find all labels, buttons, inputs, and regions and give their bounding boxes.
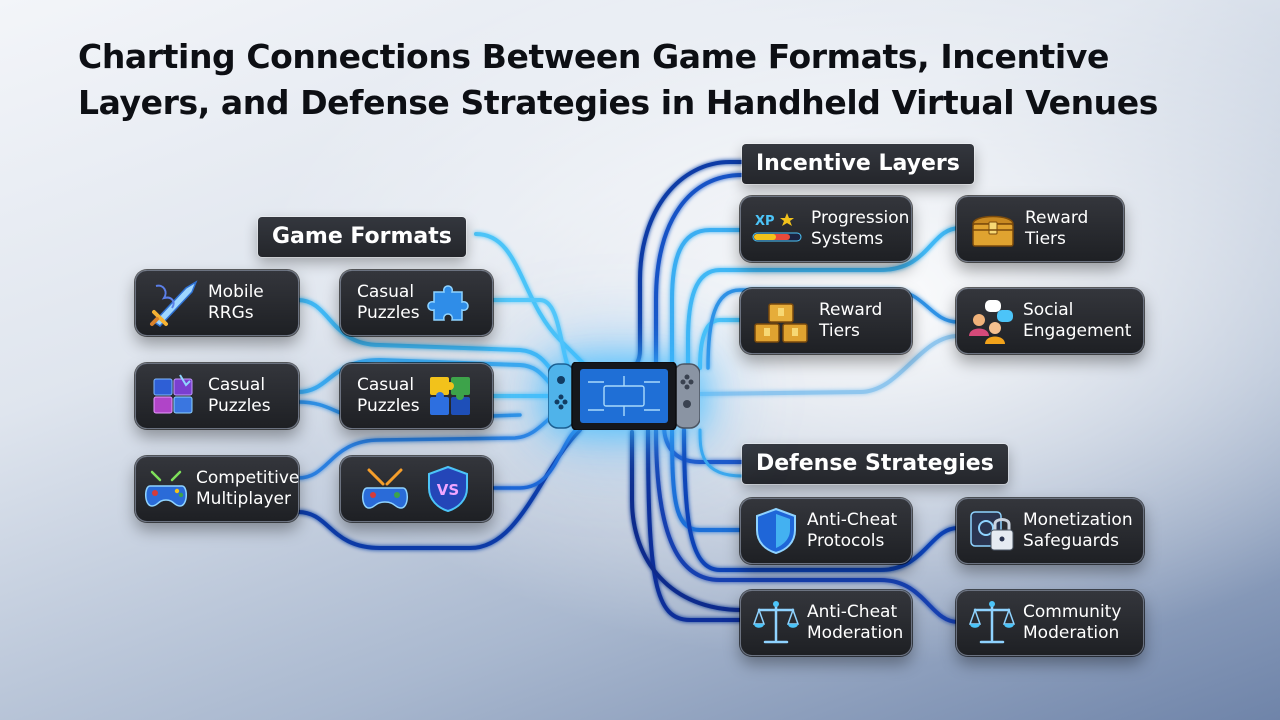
node-versus[interactable]: VS [340, 456, 493, 522]
casual-puzzles-mid-line-2: Puzzles [357, 396, 420, 416]
wire-versus [491, 423, 587, 490]
node-reward-tiers-mid[interactable]: Reward Tiers [740, 288, 912, 354]
puzzle-grid-icon [153, 374, 193, 414]
wire-social [706, 288, 960, 370]
reward-tiers-mid-line-2: Tiers [819, 321, 860, 341]
mobile-rpgs-line-2: RRGs [208, 303, 254, 323]
node-monetization-safeguards[interactable]: Monetization Safeguards [956, 498, 1144, 564]
monetization-line-2: Safeguards [1023, 531, 1119, 551]
anticheat-protocols-line-1: Anti-Cheat [807, 510, 898, 530]
node-reward-tiers-top[interactable]: Reward Tiers [956, 196, 1124, 262]
shield-icon [756, 507, 796, 555]
xp-label: XP [755, 214, 775, 229]
wire-reward-top [686, 226, 962, 374]
node-anticheat-protocols[interactable]: Anti-Cheat Protocols [740, 498, 912, 564]
community-moderation-line-1: Community [1023, 602, 1122, 622]
monetization-line-1: Monetization [1023, 510, 1133, 530]
reward-tiers-mid-line-1: Reward [819, 300, 883, 320]
reward-tiers-top-line-1: Reward [1025, 208, 1089, 228]
node-progression-systems[interactable]: XP Progression Systems [740, 196, 912, 262]
versus-label: VS [437, 481, 459, 499]
versus-shield-icon: VS [428, 465, 468, 513]
title-line-1: Charting Connections Between Game Format… [78, 37, 1109, 76]
xp-bar-icon: XP [752, 213, 802, 242]
casual-puzzles-top-line-2: Puzzles [357, 303, 420, 323]
competitive-multiplayer-line-2: Multiplayer [196, 489, 291, 509]
node-competitive-multiplayer[interactable]: Competitive Multiplayer [135, 456, 299, 522]
anticheat-moderation-line-1: Anti-Cheat [807, 602, 898, 622]
casual-puzzles-left-line-1: Casual [208, 375, 266, 395]
anticheat-moderation-line-2: Moderation [807, 623, 904, 643]
puzzle-pieces-icon [429, 377, 470, 415]
casual-puzzles-mid-line-1: Casual [357, 375, 415, 395]
wire-progression [670, 228, 744, 370]
scales-icon [968, 601, 1016, 644]
section-incentive-layers: Incentive Layers [742, 144, 974, 184]
community-moderation-line-2: Moderation [1023, 623, 1120, 643]
wire-defense-inner [698, 428, 744, 478]
node-casual-puzzles-left[interactable]: Casual Puzzles [135, 363, 299, 429]
competitive-multiplayer-line-1: Competitive [196, 468, 300, 488]
chat-people-icon [969, 300, 1013, 344]
wire-incentive-a [654, 173, 744, 370]
social-line-1: Social [1023, 300, 1074, 320]
treasure-chest-icon [754, 303, 808, 343]
node-community-moderation[interactable]: Community Moderation [956, 590, 1144, 656]
wire-casual-left-a [296, 358, 557, 394]
node-casual-puzzles-mid[interactable]: Casual Puzzles [340, 363, 493, 429]
puzzle-piece-icon [426, 285, 469, 321]
node-social-engagement[interactable]: Social Engagement [956, 288, 1144, 354]
wire-anticheat-moderation [646, 428, 744, 622]
node-mobile-rpgs[interactable]: Mobile RRGs [135, 270, 299, 336]
mobile-rpgs-line-1: Mobile [208, 282, 264, 302]
treasure-chest-icon [972, 215, 1014, 247]
gamepad-crossed-arrows-icon [362, 468, 408, 509]
wire-game-formats [474, 232, 592, 372]
section-defense-strategies: Defense Strategies [742, 444, 1008, 484]
wire-anticheat-protocols [670, 428, 744, 532]
page-title: Charting Connections Between Game Format… [78, 34, 1218, 126]
wire-incentive-header [623, 160, 744, 374]
casual-puzzles-top-line-1: Casual [357, 282, 415, 302]
handheld-console-icon [548, 362, 700, 430]
progression-line-1: Progression [811, 208, 910, 228]
node-anticheat-moderation[interactable]: Anti-Cheat Moderation [740, 590, 912, 656]
wire-mobile-rpgs [296, 298, 562, 382]
scales-icon [752, 601, 800, 644]
title-line-2: Layers, and Defense Strategies in Handhe… [78, 83, 1158, 122]
wire-monetization [682, 428, 960, 572]
node-casual-puzzles-top[interactable]: Casual Puzzles [340, 270, 493, 336]
wire-community-moderation [654, 428, 960, 624]
casual-puzzles-left-line-2: Puzzles [208, 396, 271, 416]
wire-reward-mid [698, 318, 744, 370]
reward-tiers-top-line-2: Tiers [1025, 229, 1066, 249]
wire-competitive-a [296, 408, 562, 480]
social-line-2: Engagement [1023, 321, 1132, 341]
section-game-formats: Game Formats [258, 217, 466, 257]
gamepad-icon [145, 470, 187, 507]
anticheat-protocols-line-2: Protocols [807, 531, 885, 551]
sword-icon [150, 280, 198, 327]
wire-defense-outer [630, 430, 744, 612]
progression-line-2: Systems [811, 229, 884, 249]
padlock-icon [970, 511, 1014, 551]
wire-casual-top [491, 298, 572, 374]
wire-social-b [698, 334, 960, 396]
